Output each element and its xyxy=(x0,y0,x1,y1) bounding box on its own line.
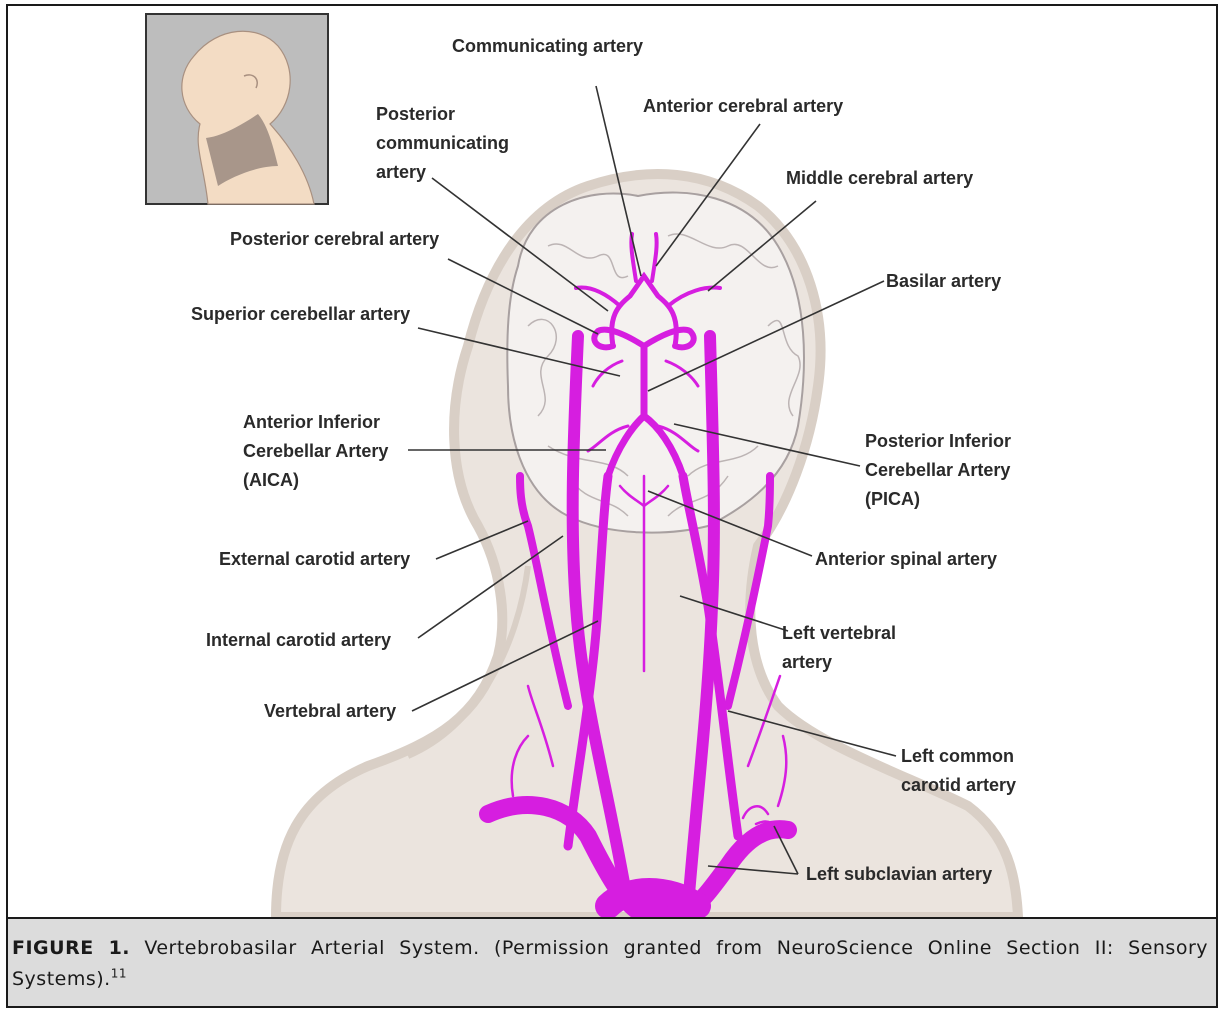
label-basilar-artery: Basilar artery xyxy=(886,271,1001,291)
inset-head-thumbnail xyxy=(146,14,328,204)
label-middle-cerebral-artery: Middle cerebral artery xyxy=(786,168,973,188)
label-posterior-cerebral-artery: Posterior cerebral artery xyxy=(230,229,439,249)
label-left-vertebral-2: artery xyxy=(782,652,832,672)
label-aica-2: Cerebellar Artery xyxy=(243,441,388,461)
label-aica-1: Anterior Inferior xyxy=(243,412,380,432)
label-vertebral-artery: Vertebral artery xyxy=(264,701,396,721)
caption-text: FIGURE 1. Vertebrobasilar Arterial Syste… xyxy=(12,933,1208,995)
figure-caption: FIGURE 1. Vertebrobasilar Arterial Syste… xyxy=(8,917,1216,1006)
figure-frame: Communicating artery Anterior cerebral a… xyxy=(6,4,1218,1008)
label-anterior-spinal-artery: Anterior spinal artery xyxy=(815,549,997,569)
label-posterior-communicating-3: artery xyxy=(376,162,426,182)
figure-number: FIGURE 1. xyxy=(12,937,130,959)
label-pica-3: (PICA) xyxy=(865,489,920,509)
label-left-common-carotid-2: carotid artery xyxy=(901,775,1016,795)
label-external-carotid-artery: External carotid artery xyxy=(219,549,410,569)
label-left-common-carotid-1: Left common xyxy=(901,746,1014,766)
label-anterior-cerebral-artery: Anterior cerebral artery xyxy=(643,96,843,116)
label-superior-cerebellar-artery: Superior cerebellar artery xyxy=(191,304,410,324)
label-pica-1: Posterior Inferior xyxy=(865,431,1011,451)
vertebrobasilar-diagram: Communicating artery Anterior cerebral a… xyxy=(8,6,1216,917)
label-internal-carotid-artery: Internal carotid artery xyxy=(206,630,391,650)
label-posterior-communicating-1: Posterior xyxy=(376,104,455,124)
label-posterior-communicating-2: communicating xyxy=(376,133,509,153)
label-pica-2: Cerebellar Artery xyxy=(865,460,1010,480)
label-communicating-artery: Communicating artery xyxy=(452,36,643,56)
label-left-vertebral-1: Left vertebral xyxy=(782,623,896,643)
label-left-subclavian-artery: Left subclavian artery xyxy=(806,864,992,884)
caption-body: Vertebrobasilar Arterial System. (Permis… xyxy=(12,937,1208,990)
caption-superscript: 11 xyxy=(111,967,127,981)
label-aica-3: (AICA) xyxy=(243,470,299,490)
